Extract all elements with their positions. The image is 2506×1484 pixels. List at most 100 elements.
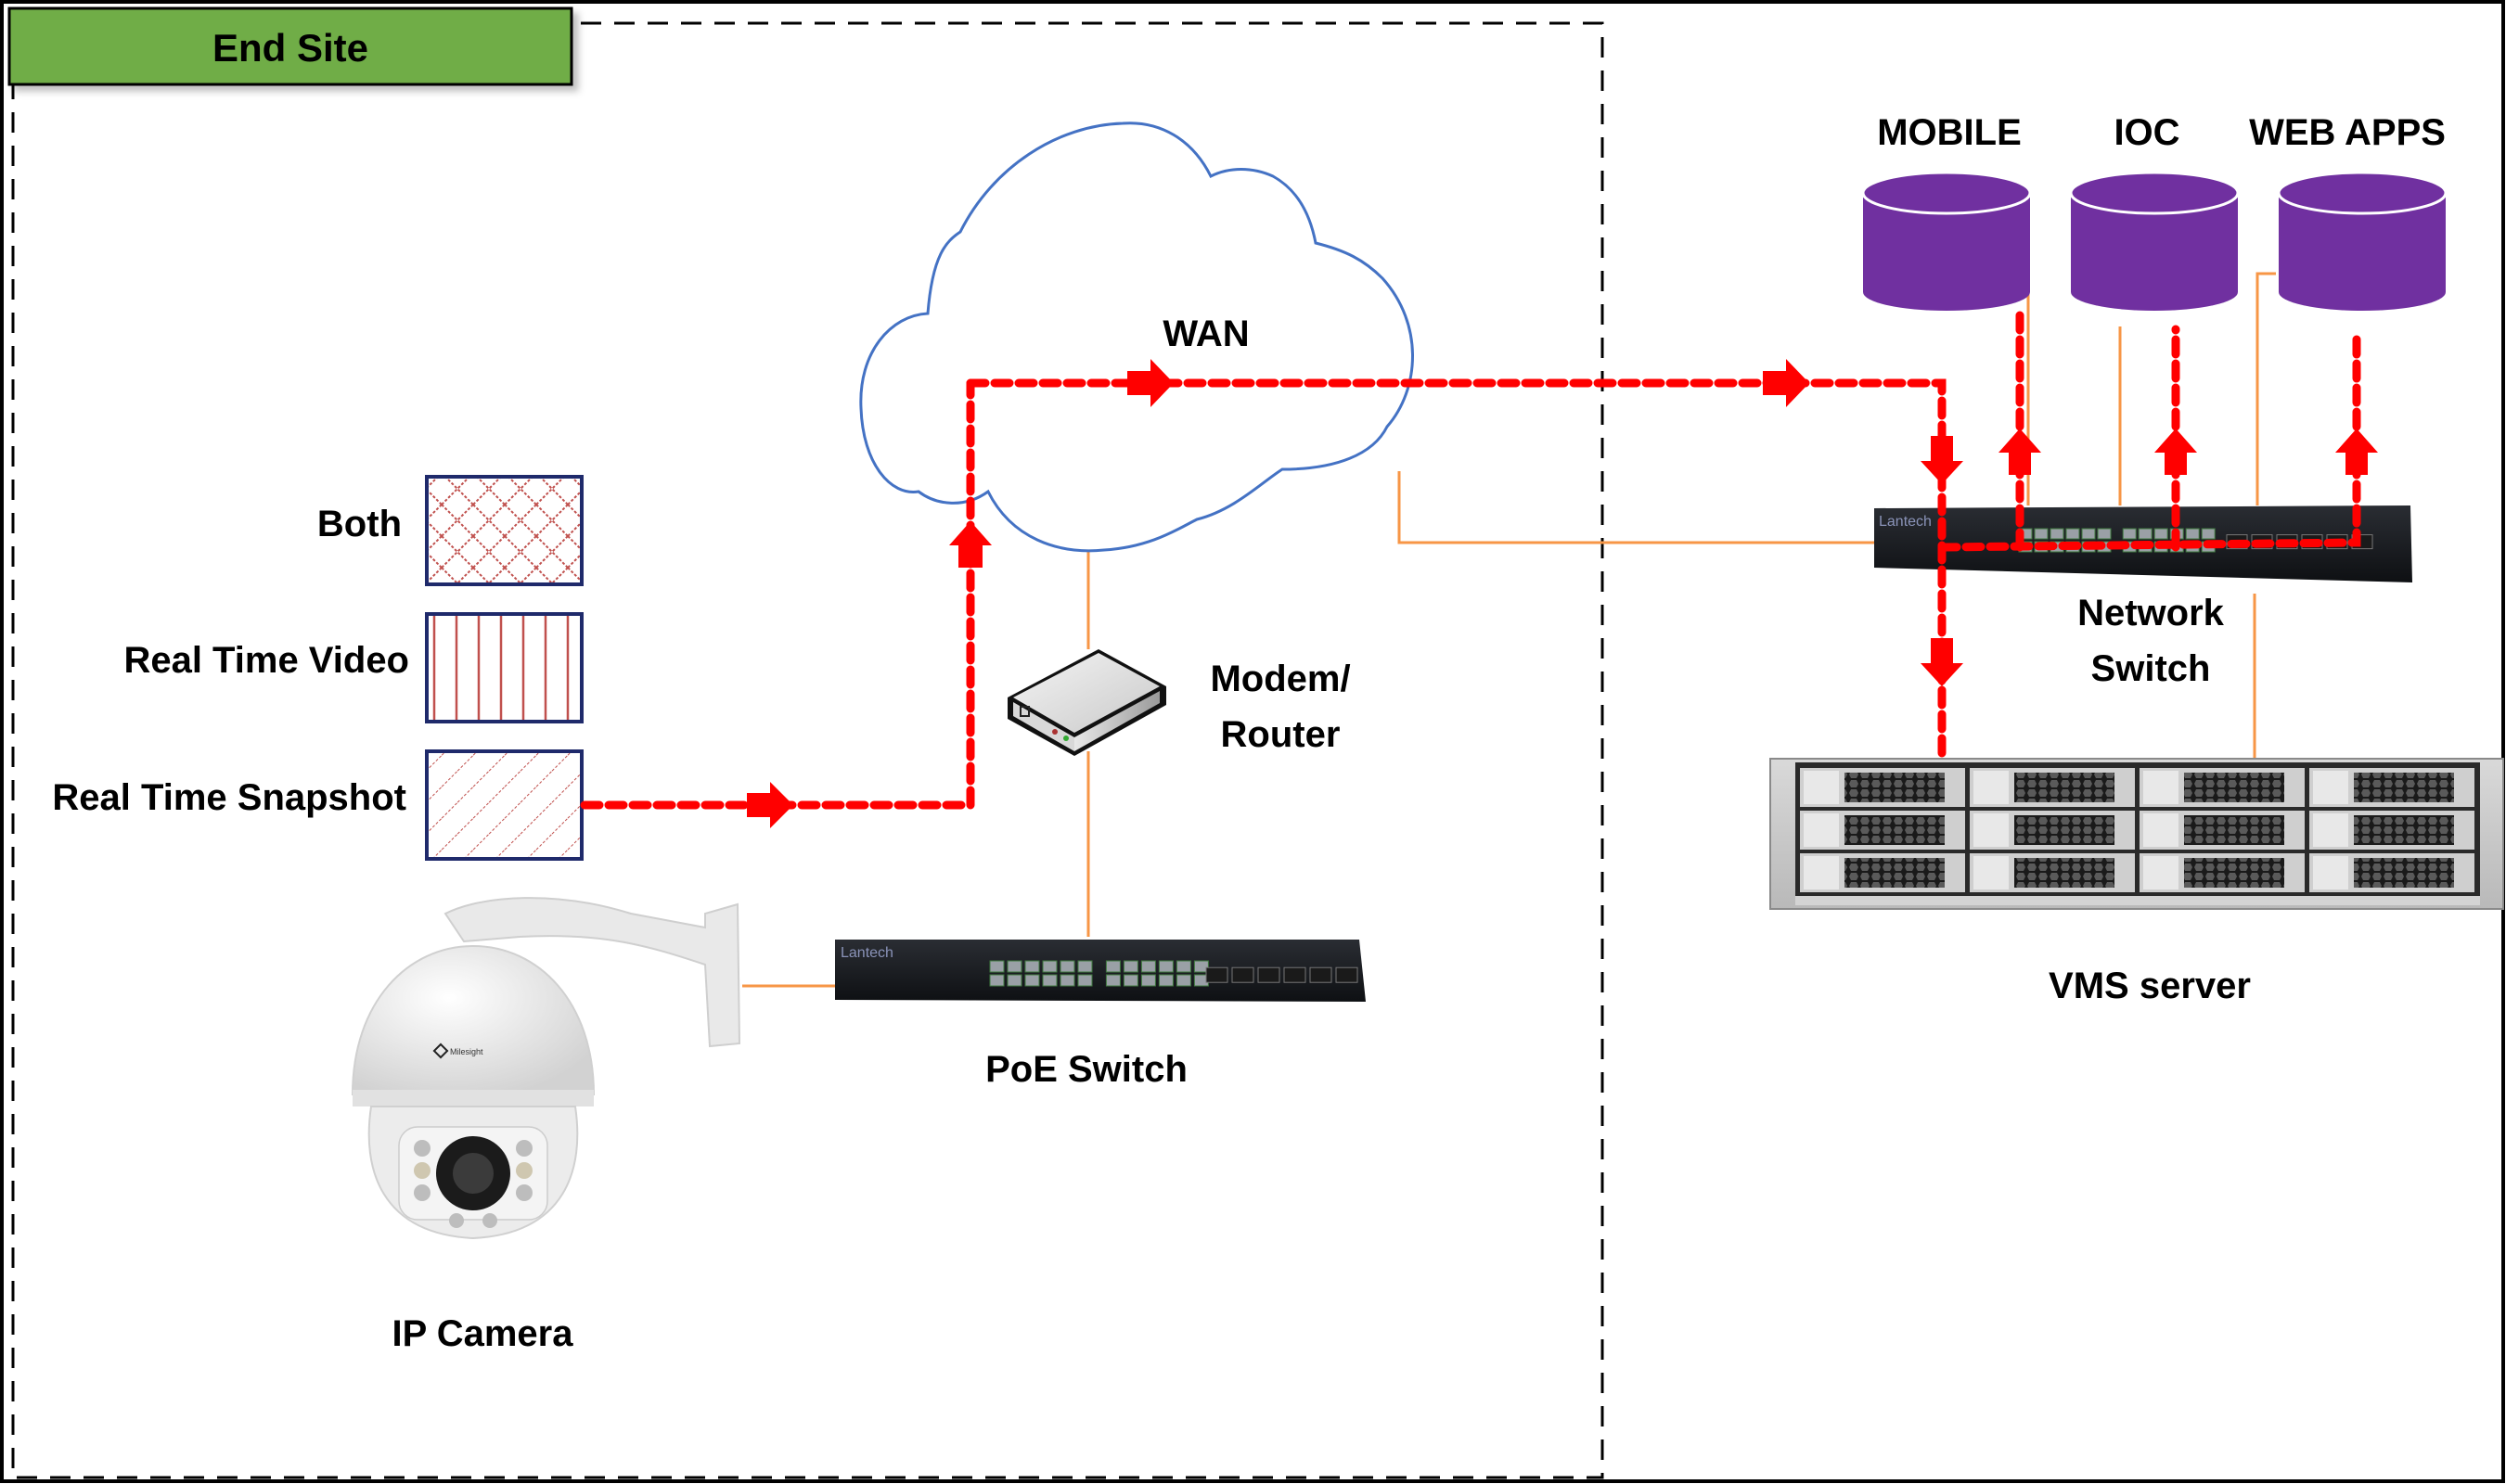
link-wan-network-switch — [1397, 471, 1883, 544]
end-site-boundary — [11, 21, 1604, 1479]
drive-bay-led-panel — [1804, 813, 1839, 847]
rj45-port — [2097, 528, 2112, 540]
rj45-port — [2050, 528, 2064, 540]
ip-camera-icon: Milesight — [351, 897, 741, 1240]
arrow-up-icon — [2335, 429, 2378, 475]
poe-switch-ports — [989, 960, 1358, 987]
drive-bay-grille — [2354, 773, 2454, 802]
sfp-port — [1257, 966, 1280, 983]
flow-wan-to-switch — [966, 378, 1947, 765]
drive-bay-led-panel — [2143, 856, 2178, 889]
rj45-port — [1158, 960, 1174, 973]
legend: Both Real Time Video Real Time Snapshot — [52, 475, 584, 861]
drive-bay-led-panel — [2313, 856, 2348, 889]
rj45-port — [2138, 528, 2153, 540]
arrow-up-icon — [949, 521, 992, 568]
rj45-port — [989, 974, 1005, 987]
sfp-port — [1231, 966, 1254, 983]
poe-switch-icon: Lantech — [835, 940, 1366, 1002]
sfp-port — [1309, 966, 1332, 983]
link-switch-webapps — [2255, 272, 2276, 505]
rj45-port — [2034, 528, 2049, 540]
rj45-port — [2065, 528, 2080, 540]
sfp-port — [1283, 966, 1306, 983]
end-site-badge — [7, 6, 573, 86]
flow-arrows — [747, 359, 2378, 828]
legend-swatch-diagonal — [425, 749, 584, 861]
database-label-webapps: WEB APPS — [2249, 112, 2446, 153]
legend-item-real-time-snapshot: Real Time Snapshot — [52, 749, 584, 861]
rj45-port — [1060, 960, 1075, 973]
arrow-right-icon — [1763, 359, 1809, 407]
drive-bay-grille — [2354, 858, 2454, 888]
drive-bay-grille — [1844, 815, 1945, 845]
wan-label: WAN — [1163, 313, 1249, 354]
modem-label-line1: Modem/ — [1210, 659, 1350, 699]
database-mobile-icon — [1861, 171, 2032, 311]
ip-camera-label: IP Camera — [392, 1313, 574, 1354]
poe-switch-brand: Lantech — [841, 945, 893, 961]
legend-item-both: Both — [317, 475, 584, 586]
vms-server-icon — [1769, 758, 2504, 910]
arrow-up-icon — [2154, 429, 2197, 475]
network-switch-brand: Lantech — [1879, 514, 1932, 530]
drive-bay-led-panel — [2313, 813, 2348, 847]
rj45-port — [1176, 960, 1191, 973]
rj45-port — [1123, 974, 1138, 987]
rj45-port — [1077, 974, 1093, 987]
rj45-port — [2201, 528, 2216, 540]
wan-cloud-icon — [859, 122, 1414, 553]
drive-bay-grille — [2014, 815, 2114, 845]
rj45-port — [1123, 960, 1138, 973]
rj45-port — [1007, 960, 1022, 973]
poe-switch-label: PoE Switch — [985, 1049, 1188, 1090]
arrow-down-icon — [1921, 436, 1963, 484]
drive-bay-led-panel — [1804, 856, 1839, 889]
rj45-port — [1077, 960, 1093, 973]
rj45-port — [2122, 528, 2137, 540]
drive-bay-grille — [2014, 773, 2114, 802]
drive-bay-grille — [2354, 815, 2454, 845]
arrow-down-icon — [1921, 638, 1963, 686]
arrow-right-icon — [747, 782, 793, 828]
drive-bay-grille — [2184, 815, 2284, 845]
camera-brand: Milesight — [450, 1047, 483, 1056]
drive-bay-led-panel — [1973, 856, 2009, 889]
drive-bay-led-panel — [2143, 771, 2178, 804]
rj45-port — [1105, 974, 1121, 987]
modem-label-line2: Router — [1221, 714, 1341, 755]
legend-swatch-crosshatch — [425, 475, 584, 586]
drive-bay-led-panel — [1973, 771, 2009, 804]
vms-server-bays — [1800, 768, 2474, 892]
legend-label-both: Both — [317, 504, 402, 544]
rj45-port — [1007, 974, 1022, 987]
rj45-port — [1193, 960, 1209, 973]
rj45-port — [2185, 528, 2200, 540]
drive-bay-grille — [1844, 773, 1945, 802]
rj45-port — [1176, 974, 1191, 987]
database-label-mobile: MOBILE — [1877, 112, 2022, 153]
drive-bay-led-panel — [1804, 771, 1839, 804]
sfp-port — [1335, 966, 1358, 983]
rj45-port — [2081, 528, 2096, 540]
vms-server-label: VMS server — [2049, 966, 2251, 1006]
drive-bay-grille — [2184, 773, 2284, 802]
rj45-port — [2153, 528, 2168, 540]
legend-label-video: Real Time Video — [123, 640, 409, 681]
drive-bay-led-panel — [2143, 813, 2178, 847]
end-site-label: End Site — [212, 26, 368, 70]
drive-bay-grille — [1844, 858, 1945, 888]
flow-switch-internal — [1937, 329, 2361, 552]
rj45-port — [1105, 960, 1121, 973]
rj45-port — [1024, 960, 1040, 973]
network-switch-label-line1: Network — [2077, 593, 2225, 633]
drive-bay-grille — [2014, 858, 2114, 888]
drive-bay-led-panel — [1973, 813, 2009, 847]
database-webapps-icon — [2277, 171, 2448, 311]
rj45-port — [1158, 974, 1174, 987]
modem-router-icon — [1008, 649, 1166, 756]
rj45-port — [1042, 960, 1058, 973]
network-switch-label-line2: Switch — [2091, 648, 2211, 689]
rj45-port — [1140, 974, 1156, 987]
